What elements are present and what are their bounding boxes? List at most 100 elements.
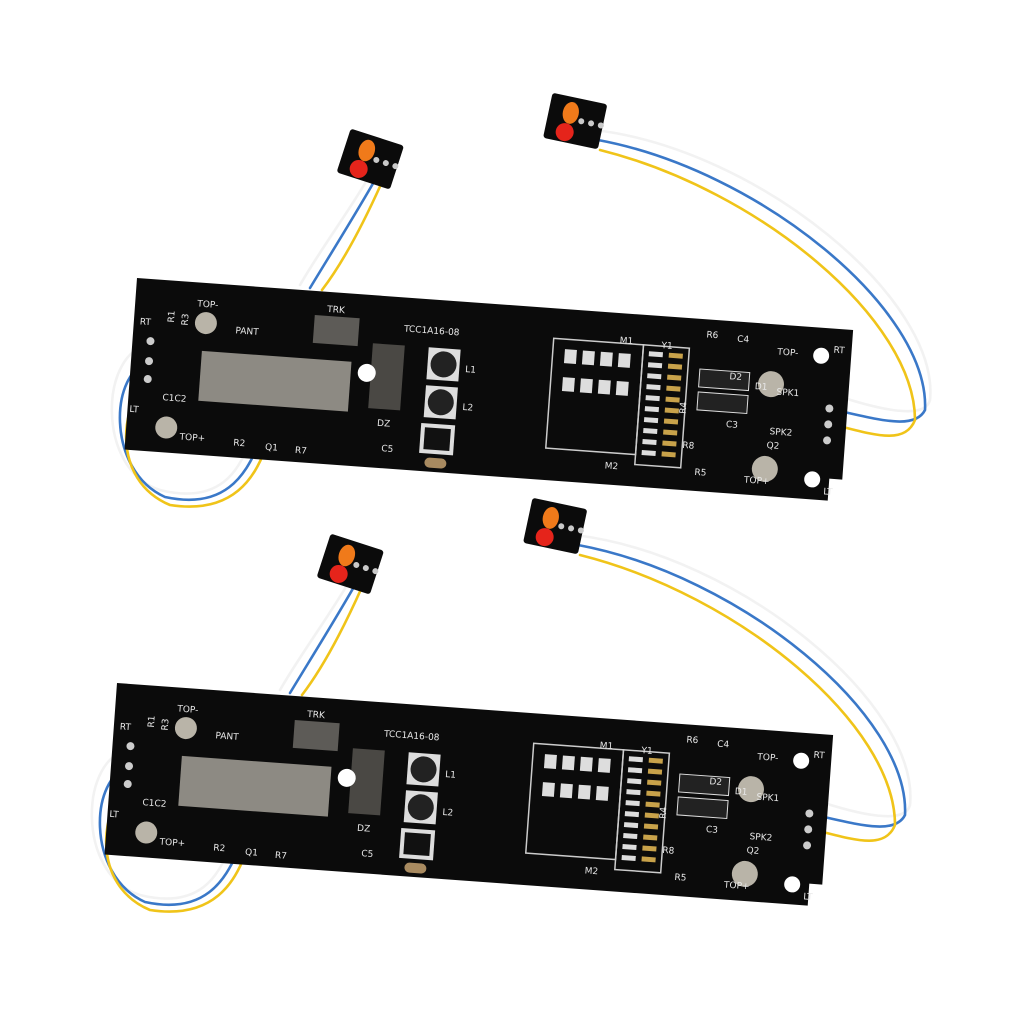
- silkscreen-top-minus-right: TOP-: [776, 347, 799, 359]
- pin: [643, 428, 658, 435]
- led-red: [555, 123, 574, 142]
- pin: [625, 800, 640, 807]
- led-orange: [358, 139, 376, 162]
- pin: [644, 406, 660, 413]
- silkscreen-lt-right: LT: [823, 487, 833, 498]
- wire: [596, 138, 927, 423]
- led-orange: [338, 544, 356, 567]
- wire-solder-pad: [804, 825, 813, 834]
- silkscreen-r7: R7: [275, 851, 288, 862]
- silkscreen-c3: C3: [726, 420, 739, 431]
- pin: [641, 449, 656, 456]
- wire: [308, 178, 377, 290]
- solder-pad-top-minus: [194, 312, 217, 335]
- led-red: [535, 528, 554, 547]
- silkscreen-rt-left: RT: [139, 317, 151, 328]
- smd-pad: [599, 351, 613, 367]
- wire: [593, 128, 932, 413]
- pin: [643, 823, 659, 830]
- smd-pad: [581, 350, 595, 366]
- silkscreen-spk2: SPK2: [749, 832, 772, 844]
- pin: [642, 845, 657, 852]
- silkscreen-r6: R6: [686, 735, 699, 746]
- smd-pad: [595, 785, 609, 801]
- silkscreen-top-plus-right: TOP+: [723, 880, 750, 892]
- wire: [320, 180, 384, 292]
- wire: [288, 583, 357, 695]
- led-module: [337, 129, 404, 189]
- pin: [664, 407, 679, 414]
- led-orange: [542, 507, 559, 529]
- wire: [598, 148, 917, 437]
- silkscreen-y1: Y1: [660, 341, 673, 352]
- silkscreen-c1c2: C1C2: [142, 798, 167, 810]
- mount-hole: [813, 347, 830, 364]
- silkscreen-rt-right: RT: [813, 751, 825, 762]
- pin: [647, 768, 663, 775]
- smd-pad: [577, 784, 591, 800]
- trk-pad: [292, 719, 340, 752]
- silkscreen-trk: TRK: [306, 710, 326, 721]
- pin: [621, 854, 636, 861]
- silkscreen-c3: C3: [706, 825, 719, 836]
- silkscreen-top-minus-left: TOP-: [176, 704, 199, 716]
- smd-pad: [561, 377, 575, 392]
- silkscreen-r4: R4: [659, 806, 670, 819]
- pin-header: [588, 120, 595, 127]
- solder-pad-top-minus: [174, 717, 197, 740]
- capacitor-c5: [404, 862, 427, 874]
- wire-solder-pad: [145, 357, 154, 366]
- silkscreen-m2: M2: [584, 866, 598, 877]
- silkscreen-dz: DZ: [357, 824, 371, 835]
- silkscreen-top-minus-right: TOP-: [756, 752, 779, 764]
- pin: [627, 778, 642, 785]
- smd-pad: [615, 380, 629, 396]
- solder-pad-top-minus-right: [757, 371, 784, 398]
- silkscreen-q2: Q2: [746, 846, 760, 857]
- smd-pad: [561, 755, 575, 771]
- component: [368, 343, 405, 411]
- pin: [647, 373, 662, 380]
- pin: [663, 418, 679, 425]
- smd-pad: [563, 349, 577, 364]
- silkscreen-dz: DZ: [377, 419, 391, 430]
- silkscreen-r6: R6: [706, 330, 719, 341]
- pin-header: [597, 122, 604, 129]
- wire-solder-pad: [805, 809, 814, 818]
- pin: [645, 395, 660, 402]
- led-red: [349, 159, 368, 178]
- pin-header: [392, 163, 399, 170]
- mount-hole: [337, 768, 356, 787]
- silkscreen-c5: C5: [361, 849, 374, 860]
- silkscreen-r1: R1: [167, 310, 178, 323]
- silkscreen-l1: L1: [465, 365, 476, 376]
- pin: [623, 822, 639, 829]
- pin: [642, 439, 657, 446]
- silkscreen-l1: L1: [445, 770, 456, 781]
- smd-pad: [597, 379, 611, 395]
- smd-pad: [617, 353, 631, 368]
- silkscreen-m1: M1: [599, 741, 613, 752]
- silkscreen-lt-right: LT: [803, 892, 813, 903]
- silkscreen-d2: D2: [729, 372, 742, 383]
- inductor: [410, 756, 437, 783]
- mount-hole: [357, 363, 376, 382]
- pin-header: [558, 523, 565, 530]
- silkscreen-spk1: SPK1: [776, 388, 799, 400]
- silkscreen-trk: TRK: [326, 305, 346, 316]
- led-red: [329, 564, 348, 583]
- pin: [645, 801, 660, 808]
- wire-solder-pad: [803, 841, 812, 850]
- ground-pad: [178, 755, 332, 817]
- diode-d2: [698, 368, 751, 392]
- pin-header: [577, 527, 584, 534]
- silkscreen-r2: R2: [233, 438, 246, 449]
- pin: [648, 351, 664, 358]
- inductor: [430, 351, 457, 378]
- silkscreen-pant: PANT: [215, 731, 239, 743]
- wire: [98, 765, 240, 907]
